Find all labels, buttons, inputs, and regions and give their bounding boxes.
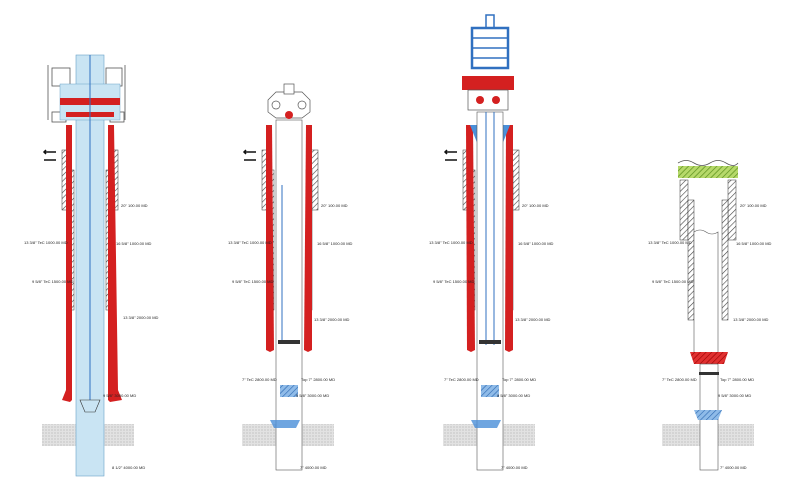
cement-plug-lower: [694, 410, 722, 420]
panel-1-well-schematic: 20" 100.00 MD 13 3/8" TeC 1000.00 MD 16 …: [24, 54, 159, 477]
conductor-right: [727, 179, 737, 241]
label-liner-toc: 7" TeC 2800.00 MD: [662, 377, 697, 382]
cement-left: [466, 125, 475, 352]
packer-icon: [278, 340, 300, 344]
label-td: 7" 4000.00 MD: [501, 465, 528, 470]
label-intermediate-toc: 13 3/8" TeC 1000.00 MD: [228, 240, 272, 245]
label-intermediate-toc: 13 3/8" TeC 1000.00 MD: [24, 240, 68, 245]
cement-right: [505, 125, 513, 352]
label-intermediate-shoe: 16 5/8" 1000.00 MD: [736, 241, 772, 246]
cement-left: [62, 125, 72, 402]
label-liner-toc: 7" TeC 2800.00 MD: [444, 377, 479, 382]
label-production-shoe: 9 5/8" 3000.00 MD: [497, 393, 530, 398]
label-intermediate-toc: 13 3/8" TeC 1000.00 MD: [429, 240, 473, 245]
liner-cement: [481, 385, 499, 397]
label-casing-shoe: 13 3/8" 2000.00 MD: [733, 317, 769, 322]
label-intermediate-shoe: 16 5/8" 1000.00 MD: [317, 241, 353, 246]
label-conductor: 20" 100.00 MD: [740, 203, 767, 208]
cement-right: [304, 125, 312, 352]
label-casing-shoe: 13 3/8" 2000.00 MD: [314, 317, 350, 322]
label-production-shoe: 9 5/8" 3000.00 MD: [296, 393, 329, 398]
label-conductor: 20" 100.00 MD: [321, 203, 348, 208]
label-production-toc: 9 5/8" TeC 1500.00 MD: [232, 279, 273, 284]
bit-icon: [79, 399, 101, 413]
flow-arrow-icon: [242, 149, 256, 155]
label-conductor: 20" 100.00 MD: [522, 203, 549, 208]
cement-right: [108, 125, 122, 402]
packer-icon: [479, 340, 501, 344]
label-production-shoe: 9 5/8" 3000.00 MD: [103, 393, 136, 398]
flow-arrow-icon: [443, 149, 457, 155]
flow-arrow-icon: [42, 149, 56, 155]
surface-casing-right: [721, 199, 729, 321]
label-casing-shoe: 13 3/8" 2000.00 MD: [515, 317, 551, 322]
label-td: 7" 4000.00 MD: [300, 465, 327, 470]
production-casing: [693, 229, 719, 356]
label-casing-shoe: 13 3/8" 2000.00 MD: [123, 315, 159, 320]
label-liner-top: Top 7" 2800.00 MD: [720, 377, 754, 382]
liner-hanger-icon: [699, 372, 719, 375]
label-intermediate-shoe: 16 5/8" 1000.00 MD: [518, 241, 554, 246]
label-td: 7" 4000.00 MD: [720, 465, 747, 470]
panel-3-well-schematic: 20" 100.00 MD 13 3/8" TeC 1000.00 MD 16 …: [429, 14, 554, 471]
conductor-left: [679, 179, 689, 241]
surface-casing-left: [687, 199, 695, 321]
label-td: 8 1/2" 4000.00 MD: [112, 465, 145, 470]
label-production-toc: 9 5/8" TeC 1500.00 MD: [652, 279, 693, 284]
label-liner-toc: 7" TeC 2800.00 MD: [242, 377, 277, 382]
cement-plug-mid: [690, 352, 728, 364]
production-casing: [476, 111, 504, 471]
label-intermediate-toc: 13 3/8" TeC 1000.00 MD: [648, 240, 692, 245]
wellhead-tree: [267, 83, 311, 119]
liner-cement-toe: [471, 420, 501, 428]
label-production-shoe: 9 5/8" 3000.00 MD: [718, 393, 751, 398]
label-conductor: 20" 100.00 MD: [121, 203, 148, 208]
panel-2-well-schematic: 20" 100.00 MD 13 3/8" TeC 1000.00 MD 16 …: [228, 83, 353, 471]
label-liner-top: Top 7" 2800.00 MD: [502, 377, 536, 382]
label-intermediate-shoe: 16 5/8" 1000.00 MD: [116, 241, 152, 246]
label-production-toc: 9 5/8" TeC 1500.00 MD: [32, 279, 73, 284]
bop-stack: [462, 14, 514, 111]
panel-4-well-schematic: 20" 100.00 MD 13 3/8" TeC 1000.00 MD 16 …: [648, 160, 772, 471]
valve-closed-icon: [285, 111, 293, 119]
cement-plug-surface: [678, 166, 738, 178]
label-liner-top: Top 7" 2800.00 MD: [301, 377, 335, 382]
label-production-toc: 9 5/8" TeC 1500.00 MD: [433, 279, 474, 284]
liner-cement-toe: [270, 420, 300, 428]
liner-cement: [280, 385, 298, 397]
cement-left: [266, 125, 274, 352]
production-casing: [275, 119, 303, 471]
cut-top-line: [677, 160, 739, 166]
